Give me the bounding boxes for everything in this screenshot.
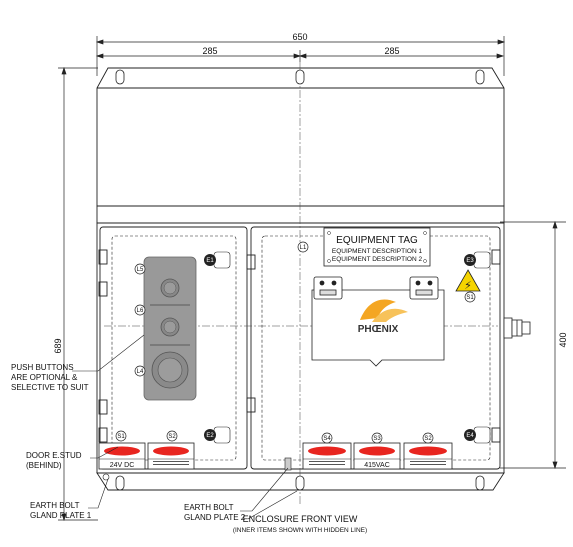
dim-inner-height: 400: [558, 332, 568, 347]
equipment-tag-title: EQUIPMENT TAG: [336, 235, 418, 246]
marker-L5: L5: [134, 263, 146, 275]
inner-window: [311, 276, 445, 367]
mounting-holes-top: [115, 69, 485, 85]
leader-lines: [72, 334, 298, 520]
view-subtitle: (INNER ITEMS SHOWN WITH HIDDEN LINE): [233, 527, 367, 534]
svg-text:PUSH BUTTONS: PUSH BUTTONS: [11, 363, 74, 372]
svg-text:S4: S4: [323, 436, 331, 442]
svg-text:L4: L4: [137, 369, 144, 375]
svg-text:⚡: ⚡: [464, 279, 472, 292]
svg-text:PHŒNIX: PHŒNIX: [358, 324, 399, 335]
marker-S1: S1: [464, 291, 476, 303]
plate-24vdc: 24V DC: [98, 442, 146, 470]
svg-text:GLAND PLATE 1: GLAND PLATE 1: [30, 511, 92, 520]
marker-S2-left: S2: [166, 430, 178, 442]
equipment-tag: EQUIPMENT TAG EQUIPMENT DESCRIPTION 1 EQ…: [323, 227, 431, 267]
equipment-tag-line1: EQUIPMENT DESCRIPTION 1: [332, 248, 423, 255]
dim-right-half: 285: [384, 46, 399, 56]
callout-earth-bolt-2: EARTH BOLT GLAND PLATE 2: [184, 503, 246, 522]
marker-S1-left: S1: [115, 430, 127, 442]
svg-text:S2: S2: [424, 436, 432, 442]
svg-text:L1: L1: [300, 245, 307, 251]
warning-sign-icon: ⚡: [455, 269, 481, 292]
marker-S3: S3: [371, 432, 383, 444]
push-button-panel: [143, 256, 197, 401]
svg-text:L6: L6: [137, 308, 144, 314]
svg-text:S1: S1: [117, 434, 125, 440]
marker-S4: S4: [321, 432, 333, 444]
svg-text:ARE OPTIONAL &: ARE OPTIONAL &: [11, 373, 78, 382]
callout-door-stud: DOOR E.STUD (BEHIND): [26, 451, 82, 470]
svg-text:S1: S1: [466, 295, 474, 301]
svg-text:E1: E1: [206, 258, 214, 264]
view-title: ENCLOSURE FRONT VIEW: [243, 514, 358, 524]
svg-text:(BEHIND): (BEHIND): [26, 461, 62, 470]
plate-left-2: [147, 442, 195, 470]
svg-text:E2: E2: [206, 433, 214, 439]
side-gland-fitting: [503, 317, 531, 339]
dim-overall-width: 650: [292, 32, 307, 42]
marker-S2-right: S2: [422, 432, 434, 444]
plate-right-3: [403, 442, 453, 470]
svg-text:DOOR E.STUD: DOOR E.STUD: [26, 451, 82, 460]
right-height-dimension: [500, 220, 566, 470]
lock-E3: E3: [464, 251, 491, 269]
svg-text:EARTH BOLT: EARTH BOLT: [30, 501, 80, 510]
callout-earth-bolt-1: EARTH BOLT GLAND PLATE 1: [30, 501, 92, 520]
top-dimensions: [95, 36, 506, 76]
label-415vac: 415VAC: [364, 462, 390, 469]
svg-text:L5: L5: [137, 267, 144, 273]
plate-right-1: [302, 442, 352, 470]
lock-E1: E1: [204, 251, 231, 269]
svg-text:S2: S2: [168, 434, 176, 440]
dim-left-half: 285: [202, 46, 217, 56]
phoenix-logo: PHŒNIX: [358, 299, 408, 335]
svg-text:E3: E3: [466, 258, 474, 264]
svg-text:GLAND PLATE 2: GLAND PLATE 2: [184, 513, 246, 522]
lock-E2: E2: [204, 426, 231, 444]
callout-push-buttons: PUSH BUTTONS ARE OPTIONAL & SELECTIVE TO…: [11, 363, 89, 392]
lock-E4: E4: [464, 426, 491, 444]
svg-text:SELECTIVE TO SUIT: SELECTIVE TO SUIT: [11, 383, 89, 392]
marker-L4: L4: [134, 365, 146, 377]
left-height-dimension: [58, 66, 98, 522]
svg-text:E4: E4: [466, 433, 474, 439]
earth-bolt-2: [284, 457, 292, 471]
plate-415vac: 415VAC: [353, 442, 401, 470]
equipment-tag-line2: EQUIPMENT DESCRIPTION 2: [332, 256, 423, 263]
marker-L1: L1: [297, 241, 309, 253]
label-24vdc: 24V DC: [110, 462, 135, 469]
mounting-holes-bottom: [115, 475, 485, 491]
earth-bolt-1: [102, 473, 110, 481]
dim-overall-height: 689: [53, 338, 63, 353]
svg-text:S3: S3: [373, 436, 381, 442]
svg-text:EARTH BOLT: EARTH BOLT: [184, 503, 234, 512]
marker-L6: L6: [134, 304, 146, 316]
